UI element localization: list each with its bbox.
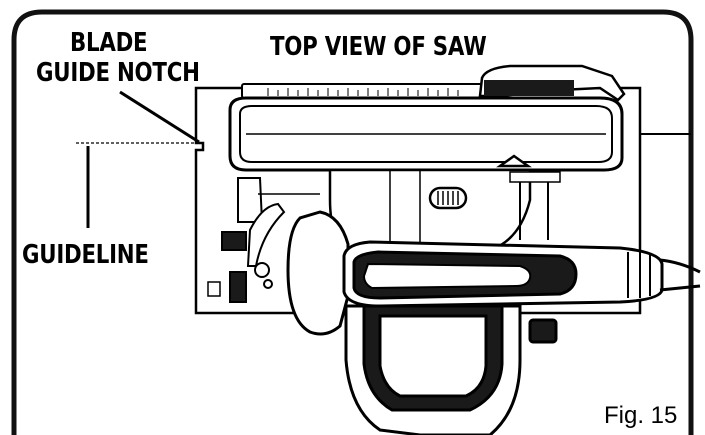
top-view-label: TOP VIEW OF SAW — [270, 32, 487, 62]
figure-frame — [11, 9, 694, 435]
blade-notch-label-line1: BLADE — [70, 28, 148, 58]
blade-guard — [228, 64, 626, 172]
guard-scale — [267, 88, 459, 96]
figure-number: Fig. 15 — [604, 402, 678, 429]
main-handle — [286, 210, 701, 336]
blade-notch-label-line2: GUIDE NOTCH — [36, 58, 200, 88]
notch-pointer — [119, 90, 200, 144]
guideline-label: GUIDELINE — [22, 240, 149, 270]
bevel-adjust — [207, 177, 320, 303]
rear-handle — [344, 304, 558, 435]
